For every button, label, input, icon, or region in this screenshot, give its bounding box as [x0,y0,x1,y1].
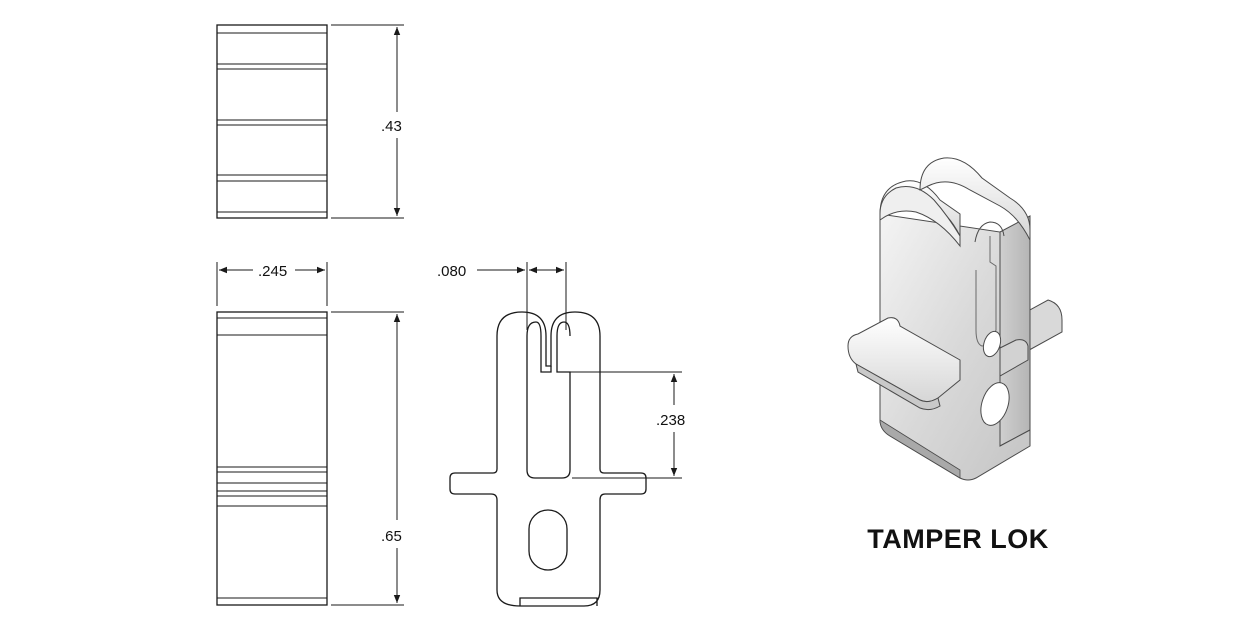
product-title: TAMPER LOK [867,524,1049,554]
dim-height-top: .43 [381,118,402,135]
top-view [216,24,404,219]
dim-slot-width: .080 [437,263,466,280]
dim-height-bottom: .65 [381,528,402,545]
front-view [216,262,404,606]
dim-width: .245 [258,263,287,280]
dim-slot-depth: .238 [656,412,685,429]
isometric-part-view [847,157,1063,481]
side-profile-view [449,262,682,607]
